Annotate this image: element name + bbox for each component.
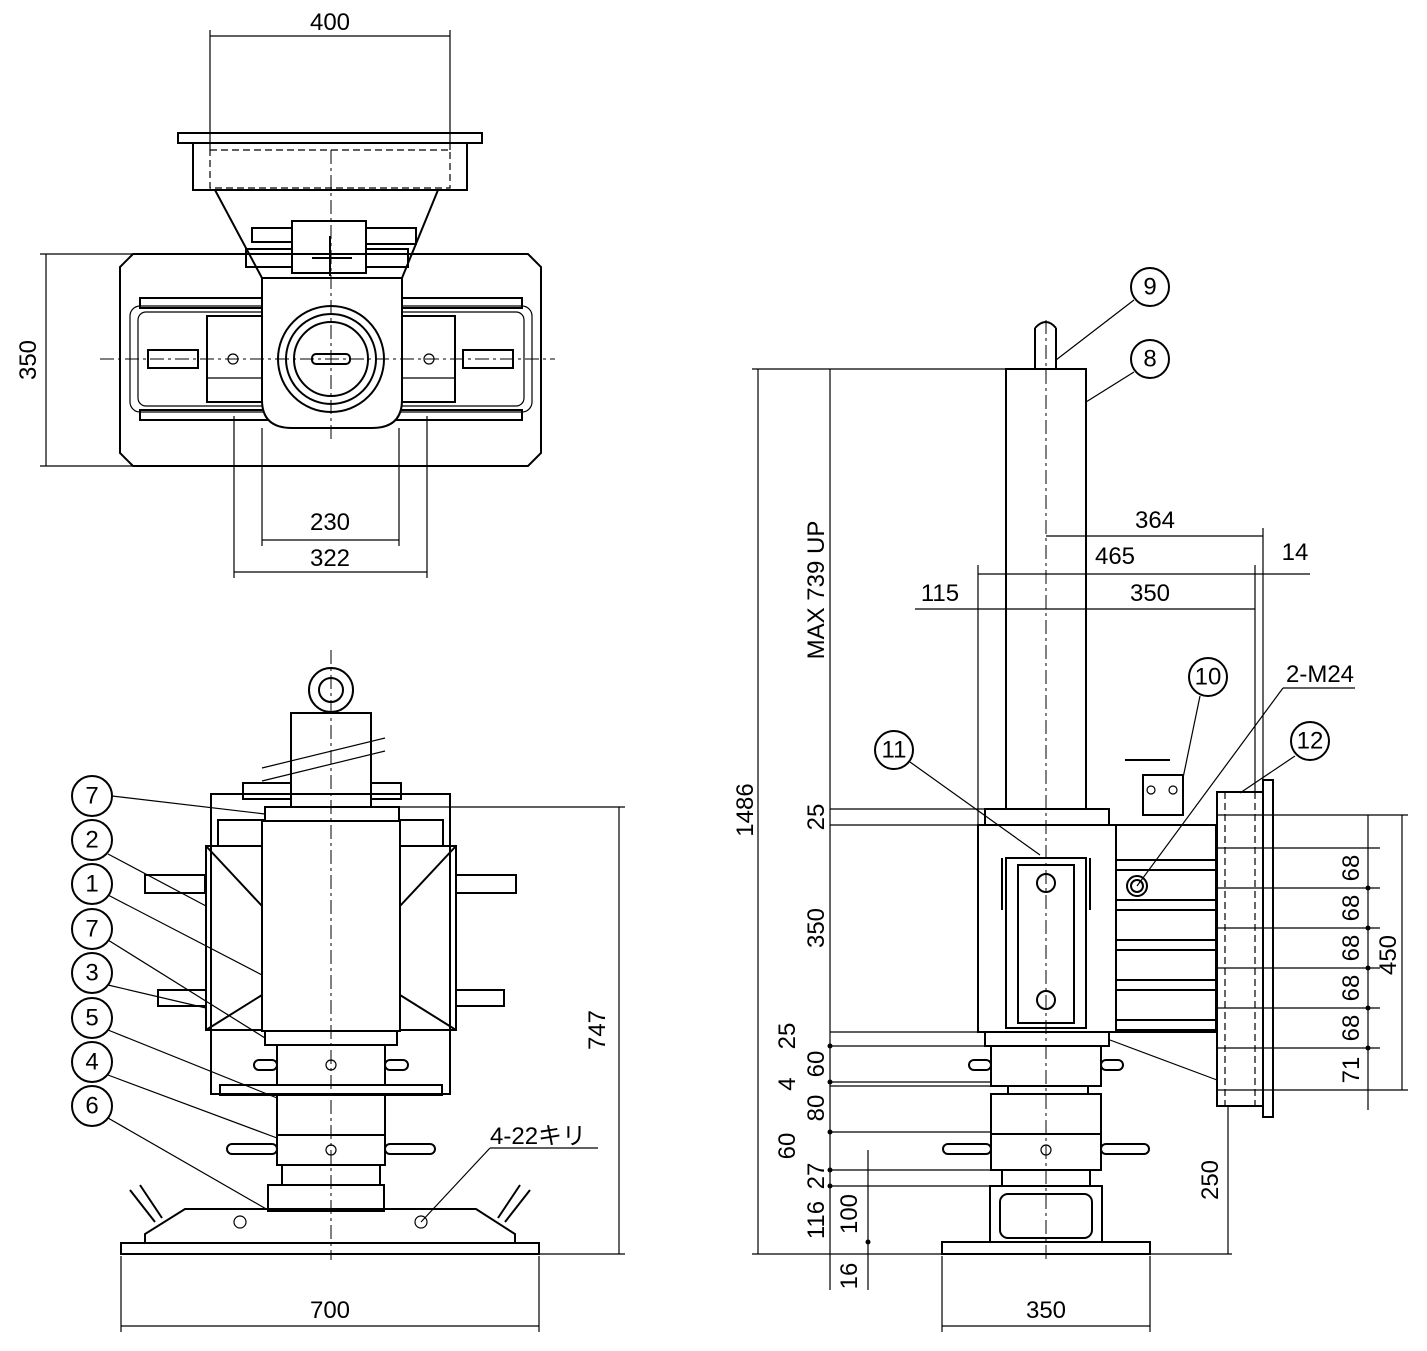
dim-side-base: 350 bbox=[1026, 1297, 1066, 1324]
dim-top-height: 350 bbox=[15, 340, 42, 380]
dim-v25a: 25 bbox=[803, 804, 830, 831]
note-thread: 2-M24 bbox=[1286, 661, 1354, 688]
balloon-7b: 7 bbox=[85, 916, 98, 943]
dim-total-height: 1486 bbox=[732, 783, 759, 836]
dim-v60a: 60 bbox=[803, 1051, 830, 1078]
balloon-2: 2 bbox=[85, 827, 98, 854]
dim-v16: 16 bbox=[836, 1263, 863, 1290]
balloon-group-front: 7 2 1 7 3 5 4 6 bbox=[71, 775, 278, 1211]
balloon-3: 3 bbox=[85, 960, 98, 987]
dim-r71: 71 bbox=[1338, 1057, 1365, 1084]
dim-v80: 80 bbox=[803, 1095, 830, 1122]
balloon-10: 10 bbox=[1195, 664, 1222, 691]
dim-350-top: 350 bbox=[1130, 580, 1170, 607]
balloon-11: 11 bbox=[882, 737, 907, 764]
balloon-7a: 7 bbox=[85, 783, 98, 810]
dim-v4: 4 bbox=[774, 1077, 801, 1090]
balloon-1: 1 bbox=[85, 871, 98, 898]
balloon-group-side: 9 8 10 11 12 bbox=[874, 267, 1330, 856]
dim-front-height: 747 bbox=[584, 1010, 611, 1050]
balloon-5: 5 bbox=[85, 1005, 98, 1032]
balloon-8: 8 bbox=[1143, 346, 1156, 373]
dim-r250: 250 bbox=[1197, 1160, 1224, 1200]
dim-r450: 450 bbox=[1375, 935, 1402, 975]
dim-outer-width: 322 bbox=[310, 545, 350, 572]
dim-v116: 116 bbox=[803, 1201, 830, 1239]
dim-v27: 27 bbox=[803, 1163, 830, 1190]
dim-base-width: 700 bbox=[310, 1297, 350, 1324]
dim-v350: 350 bbox=[803, 908, 830, 948]
dim-r68e: 68 bbox=[1338, 1015, 1365, 1042]
dim-v100: 100 bbox=[836, 1194, 863, 1234]
dim-364: 364 bbox=[1135, 507, 1175, 534]
front-view: 4-22キリ 700 747 7 2 1 7 3 5 4 6 bbox=[71, 650, 625, 1332]
dim-r68c: 68 bbox=[1338, 935, 1365, 962]
side-view: 9 8 10 11 12 2-M24 364 465 14 115 350 14… bbox=[732, 267, 1408, 1332]
balloon-6: 6 bbox=[85, 1093, 98, 1120]
dim-465: 465 bbox=[1095, 543, 1135, 570]
dim-v25b: 25 bbox=[774, 1023, 801, 1050]
dim-14: 14 bbox=[1282, 539, 1309, 566]
dim-115: 115 bbox=[921, 580, 959, 607]
balloon-4: 4 bbox=[85, 1049, 98, 1076]
dim-stroke: MAX 739 UP bbox=[803, 521, 830, 660]
top-view: 400 350 230 322 bbox=[15, 9, 555, 578]
balloon-12: 12 bbox=[1297, 728, 1324, 755]
dim-v60b: 60 bbox=[774, 1133, 801, 1160]
dim-r68a: 68 bbox=[1338, 855, 1365, 882]
dim-inner-width: 230 bbox=[310, 509, 350, 536]
dim-r68d: 68 bbox=[1338, 975, 1365, 1002]
dim-r68b: 68 bbox=[1338, 895, 1365, 922]
note-holes: 4-22キリ bbox=[490, 1123, 586, 1150]
balloon-9: 9 bbox=[1143, 274, 1156, 301]
dim-top-width: 400 bbox=[310, 9, 350, 36]
